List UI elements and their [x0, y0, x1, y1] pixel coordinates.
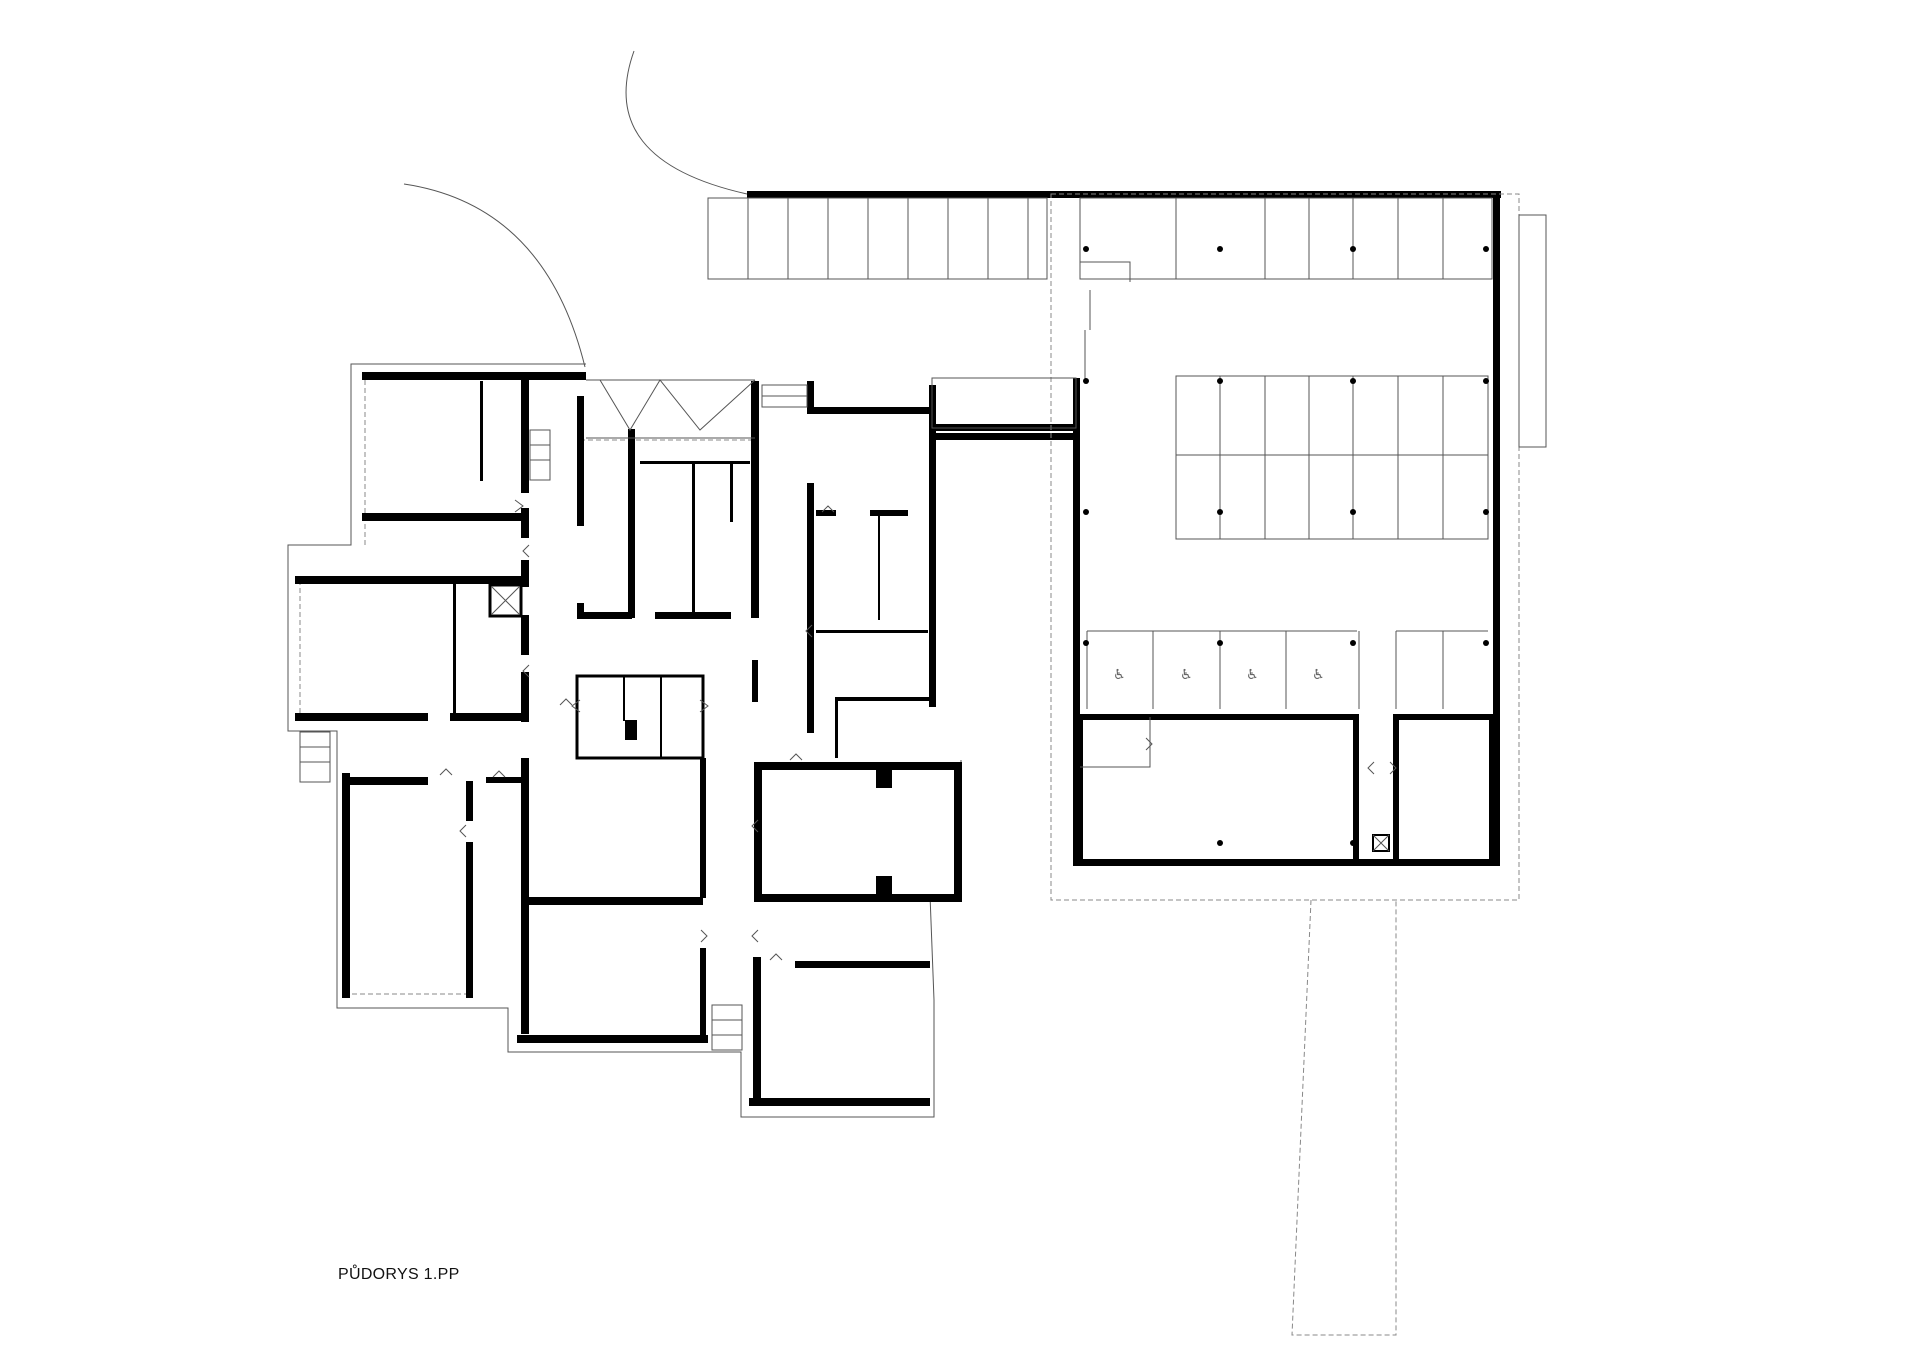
- wall: [480, 381, 483, 481]
- walls: [295, 191, 1501, 1106]
- column-dot-icon: [1217, 509, 1223, 515]
- wall: [525, 897, 703, 905]
- wall: [751, 381, 759, 618]
- column-dot-icon: [1217, 246, 1223, 252]
- wall: [521, 376, 529, 493]
- wall: [876, 770, 892, 788]
- wall: [816, 510, 836, 516]
- column-dot-icon: [1217, 378, 1223, 384]
- wall: [342, 777, 428, 785]
- wall: [807, 483, 814, 733]
- wall: [577, 612, 632, 619]
- wall: [700, 948, 706, 1038]
- wall: [692, 462, 695, 614]
- entrance-arc-east: [625, 50, 748, 195]
- column-dot-icon: [1217, 840, 1223, 846]
- wall: [623, 676, 625, 721]
- wall: [655, 612, 731, 619]
- wall: [486, 777, 521, 783]
- column-dot-icon: [1083, 378, 1089, 384]
- wall: [929, 385, 936, 477]
- wall: [450, 713, 525, 721]
- wall: [807, 381, 814, 411]
- wall: [753, 957, 761, 1103]
- column-dot-icon: [1083, 509, 1089, 515]
- column-dot-icon: [1483, 378, 1489, 384]
- wall: [625, 720, 637, 740]
- column-dot-icon: [1350, 840, 1356, 846]
- wall: [835, 697, 930, 701]
- wall: [521, 672, 529, 722]
- wall: [521, 508, 529, 538]
- column-dot-icon: [1083, 246, 1089, 252]
- hidden-lines: [299, 380, 755, 995]
- wall: [362, 513, 522, 521]
- drawing-title: PŮDORYS 1.PP: [338, 1266, 460, 1283]
- wall: [628, 429, 635, 618]
- wall: [876, 876, 892, 894]
- column-dots: [1083, 246, 1489, 846]
- wall: [933, 433, 1076, 440]
- elevator-icon: [488, 583, 523, 618]
- wall: [640, 461, 750, 464]
- wall: [749, 1098, 930, 1106]
- column-dot-icon: [1083, 640, 1089, 646]
- wall: [295, 713, 428, 721]
- wall: [1073, 378, 1080, 866]
- entrance-arc-west: [403, 183, 586, 368]
- wall: [870, 510, 908, 516]
- building-outline: [287, 363, 962, 1118]
- column-dot-icon: [1483, 509, 1489, 515]
- wall: [342, 773, 350, 998]
- column-dot-icon: [1350, 640, 1356, 646]
- wall: [295, 576, 522, 584]
- column-dot-icon: [1350, 378, 1356, 384]
- stair-icon: [299, 384, 808, 1051]
- wall: [730, 462, 733, 522]
- column-dot-icon: [1217, 640, 1223, 646]
- wall: [466, 842, 473, 998]
- wall: [521, 560, 529, 587]
- column-dot-icon: [1483, 640, 1489, 646]
- wall: [752, 660, 758, 702]
- wheelchair-parking-icon: ♿: [1312, 667, 1325, 683]
- column-dot-icon: [1483, 246, 1489, 252]
- garage: ♿ ♿ ♿ ♿: [707, 193, 1547, 1336]
- wall: [700, 758, 706, 898]
- room-outlines: [575, 674, 1495, 902]
- wall: [878, 512, 880, 620]
- wall: [466, 781, 473, 821]
- wall: [362, 372, 586, 380]
- wheelchair-parking-icon: ♿: [1180, 667, 1193, 683]
- wall: [835, 700, 838, 758]
- wall: [929, 477, 936, 707]
- wall: [795, 961, 930, 968]
- elevator-icon: [1372, 834, 1390, 852]
- wall: [660, 676, 662, 758]
- wall: [521, 615, 529, 655]
- canopy: [586, 379, 756, 439]
- wall: [577, 603, 584, 618]
- wheelchair-parking-icon: ♿: [1113, 667, 1126, 683]
- column-dot-icon: [1350, 246, 1356, 252]
- wall: [517, 1035, 708, 1043]
- wall: [521, 758, 529, 1034]
- wall: [577, 396, 584, 526]
- wall: [453, 584, 456, 714]
- wall: [1493, 191, 1500, 866]
- wheelchair-parking-icon: ♿: [1246, 667, 1259, 683]
- door-swing-icon: [439, 499, 1397, 961]
- column-dot-icon: [1350, 509, 1356, 515]
- wall: [807, 407, 931, 414]
- wall: [816, 630, 928, 633]
